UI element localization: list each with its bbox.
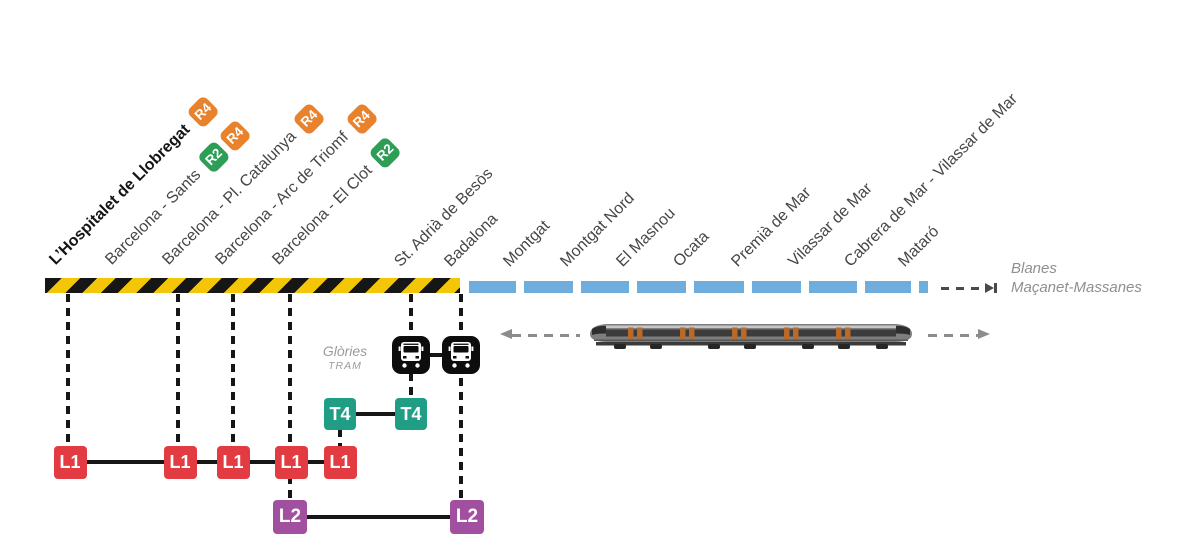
r4-badge: R4 <box>186 94 221 129</box>
open-line-dash-segment <box>694 281 744 293</box>
open-line-dash-segment <box>637 281 686 293</box>
l1-badge: L1 <box>274 445 308 479</box>
arrow-left-icon <box>500 329 512 339</box>
l2-connection-line <box>290 515 467 519</box>
t4-connection-line <box>340 412 411 416</box>
r4-badge: R4 <box>344 102 379 137</box>
t4-badge: T4 <box>395 398 427 430</box>
bus-icon <box>441 335 481 375</box>
train-image <box>580 317 922 353</box>
open-line-dash-segment <box>752 281 801 293</box>
l2-badge: L2 <box>273 500 307 534</box>
l1-connection-line <box>70 460 340 464</box>
bus-connection-line <box>411 353 461 357</box>
station-drop-line <box>288 294 292 502</box>
station-drop-line <box>338 429 342 447</box>
open-line-dash-segment <box>524 281 573 293</box>
open-line-dash-segment <box>581 281 629 293</box>
station-drop-line <box>459 294 463 502</box>
continuation-note: Blanes Maçanet-Massanes <box>1011 259 1142 297</box>
r2-badge: R2 <box>368 135 403 170</box>
closed-line-hazard-stripe <box>45 278 460 293</box>
continuation-line-1: Blanes <box>1011 260 1057 277</box>
l1-badge: L1 <box>323 445 357 479</box>
l2-badge: L2 <box>450 500 484 534</box>
r2-badge: R2 <box>197 140 231 174</box>
continuation-dashed-line <box>941 287 985 290</box>
station-label: Ocata <box>670 228 713 271</box>
station-drop-line <box>231 294 235 447</box>
open-line-dash-segment <box>865 281 911 293</box>
open-line-dash-segment <box>809 281 857 293</box>
station-drop-line <box>66 294 70 447</box>
station-drop-line <box>409 373 413 399</box>
open-line-dash-segment <box>469 281 516 293</box>
continuation-arrow-bar <box>994 283 997 293</box>
r4-badge: R4 <box>218 118 253 153</box>
bus-icon <box>391 335 431 375</box>
station-drop-line <box>176 294 180 447</box>
station-label: Mataró <box>895 223 943 271</box>
arrow-right-icon <box>978 329 990 339</box>
open-line-dash-segment <box>919 281 928 293</box>
l1-badge: L1 <box>163 445 197 479</box>
station-label: Montgat <box>500 217 554 271</box>
l1-badge: L1 <box>53 445 87 479</box>
glories-label: Glòries <box>322 343 368 359</box>
continuation-arrow-icon <box>985 283 994 293</box>
t4-badge: T4 <box>324 398 356 430</box>
continuation-line-2: Maçanet-Massanes <box>1011 279 1142 296</box>
glories-tram-note: Glòries TRAM <box>308 343 382 373</box>
tram-label: TRAM <box>328 360 362 372</box>
l1-badge: L1 <box>216 445 250 479</box>
r4-badge: R4 <box>292 101 327 136</box>
station-drop-line <box>409 294 413 337</box>
